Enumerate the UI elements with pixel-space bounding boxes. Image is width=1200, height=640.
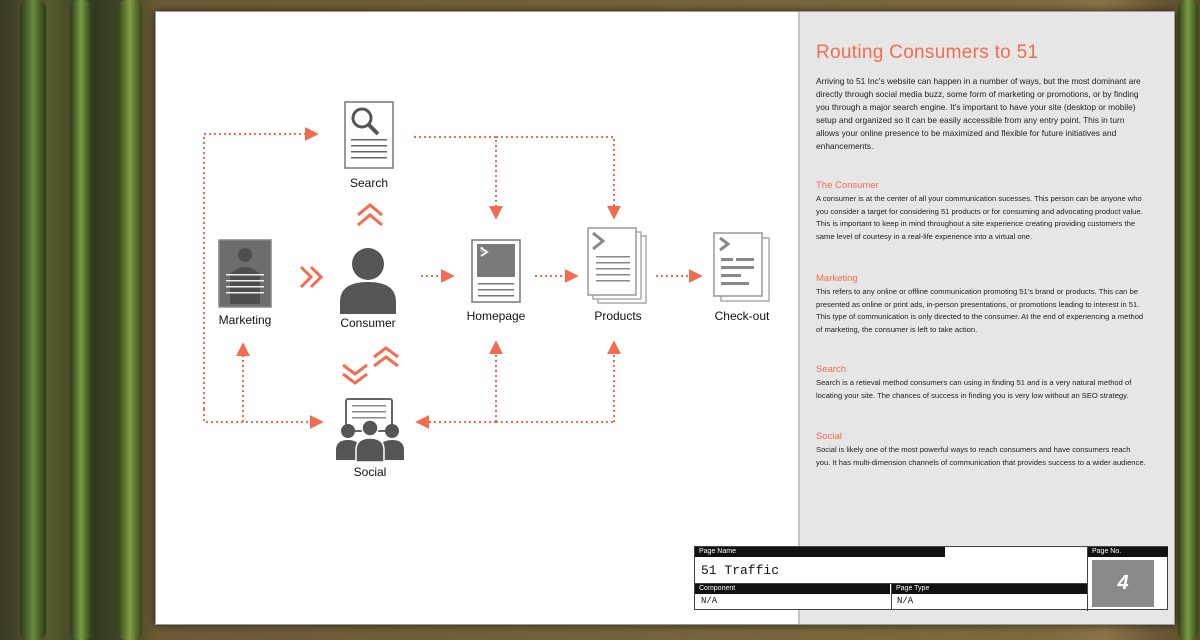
products-pages-icon [588, 228, 646, 303]
component-value: N/A [701, 596, 717, 606]
description-panel: Routing Consumers to 51 Arriving to 51 I… [798, 12, 1175, 625]
bamboo-stalk [1178, 0, 1198, 640]
section-body: Search is a retieval method consumers ca… [816, 377, 1146, 402]
node-label-marketing: Marketing [219, 313, 272, 327]
bamboo-stalk [70, 0, 92, 640]
section-heading: Marketing [816, 273, 1146, 284]
section-search: Search Search is a retieval method consu… [816, 364, 1146, 402]
homepage-page-icon: 5 [472, 240, 520, 302]
section-body: This refers to any online or offline com… [816, 286, 1146, 336]
page-name-value: 51 Traffic [701, 563, 779, 578]
section-heading: Search [816, 364, 1146, 375]
page-name-label: Page Name [695, 547, 945, 557]
section-heading: Social [816, 431, 1146, 442]
node-label-consumer: Consumer [340, 316, 395, 330]
node-label-social: Social [354, 465, 387, 479]
chevron-right-icon [301, 267, 311, 287]
node-label-homepage: Homepage [467, 309, 526, 323]
page-type-value: N/A [897, 596, 913, 606]
panel-title: Routing Consumers to 51 [816, 42, 1038, 64]
page-no-label: Page No. [1088, 547, 1168, 557]
node-label-search: Search [350, 176, 388, 190]
arrow-search-to-products [496, 137, 614, 217]
section-body: Social is likely one of the most powerfu… [816, 444, 1146, 469]
component-label: Component [695, 584, 890, 594]
chevron-up-icon [374, 357, 398, 366]
chevron-up-icon [358, 215, 382, 225]
bamboo-stalk [118, 0, 142, 640]
section-body: A consumer is at the center of all your … [816, 193, 1146, 243]
section-consumer: The Consumer A consumer is at the center… [816, 180, 1146, 243]
arrow-marketing-to-social [204, 409, 321, 422]
node-label-checkout: Check-out [715, 309, 770, 323]
checkout-document-icon [714, 233, 769, 301]
consumer-person-icon [340, 248, 396, 314]
bamboo-stalk [20, 0, 46, 640]
section-marketing: Marketing This refers to any online or o… [816, 273, 1146, 336]
title-block: Page Name 51 Traffic Component N/A Page … [694, 546, 1168, 610]
page-type-label: Page Type [892, 584, 1087, 594]
search-document-icon [345, 102, 393, 168]
chevron-down-icon [343, 365, 367, 374]
section-social: Social Social is likely one of the most … [816, 431, 1146, 469]
social-group-icon [336, 399, 404, 462]
panel-intro: Arriving to 51 Inc's website can happen … [816, 75, 1146, 153]
section-heading: The Consumer [816, 180, 1146, 191]
arrow-search-to-homepage [414, 137, 496, 217]
page-number: 4 [1092, 560, 1154, 607]
logo-51-icon: 5 [480, 247, 484, 254]
routing-diagram: Search Marketing Consumer 5 [156, 12, 796, 625]
wireframe-sheet: Search Marketing Consumer 5 [155, 11, 1175, 625]
marketing-poster-icon [219, 240, 271, 307]
node-label-products: Products [594, 309, 641, 323]
